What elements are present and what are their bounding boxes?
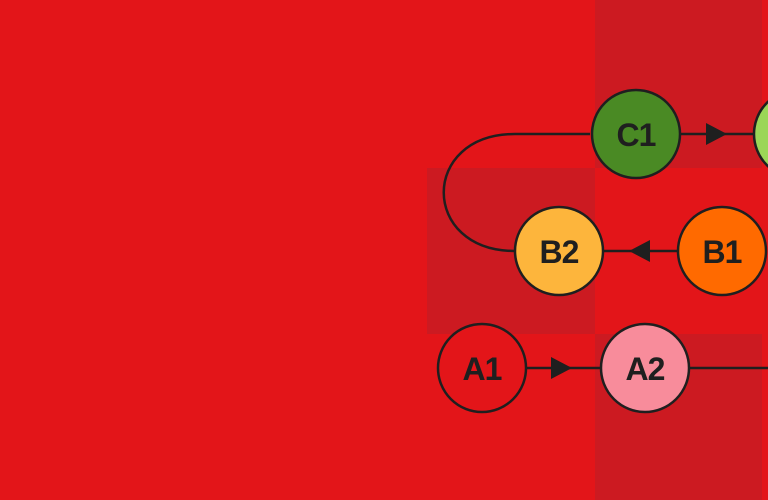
node-c1-label: C1 bbox=[617, 117, 656, 153]
arrowhead-b1-b2 bbox=[629, 240, 650, 262]
node-layer: A1 A2 B1 B2 C1 bbox=[436, 88, 768, 414]
edge-b2-c1 bbox=[442, 132, 590, 253]
arrowhead-layer bbox=[551, 123, 727, 379]
node-a1-label: A1 bbox=[463, 351, 502, 387]
node-b1: B1 bbox=[676, 205, 768, 297]
node-b1-label: B1 bbox=[703, 234, 742, 270]
node-b2-label: B2 bbox=[540, 234, 579, 270]
node-a2-label: A2 bbox=[626, 351, 665, 387]
arrowhead-c1-c2 bbox=[706, 123, 727, 145]
node-b2: B2 bbox=[513, 205, 605, 297]
arrowhead-a1-a2 bbox=[551, 357, 572, 379]
node-a1: A1 bbox=[436, 322, 528, 414]
node-c2 bbox=[752, 100, 768, 168]
node-c1: C1 bbox=[590, 88, 682, 180]
node-a2: A2 bbox=[599, 322, 691, 414]
